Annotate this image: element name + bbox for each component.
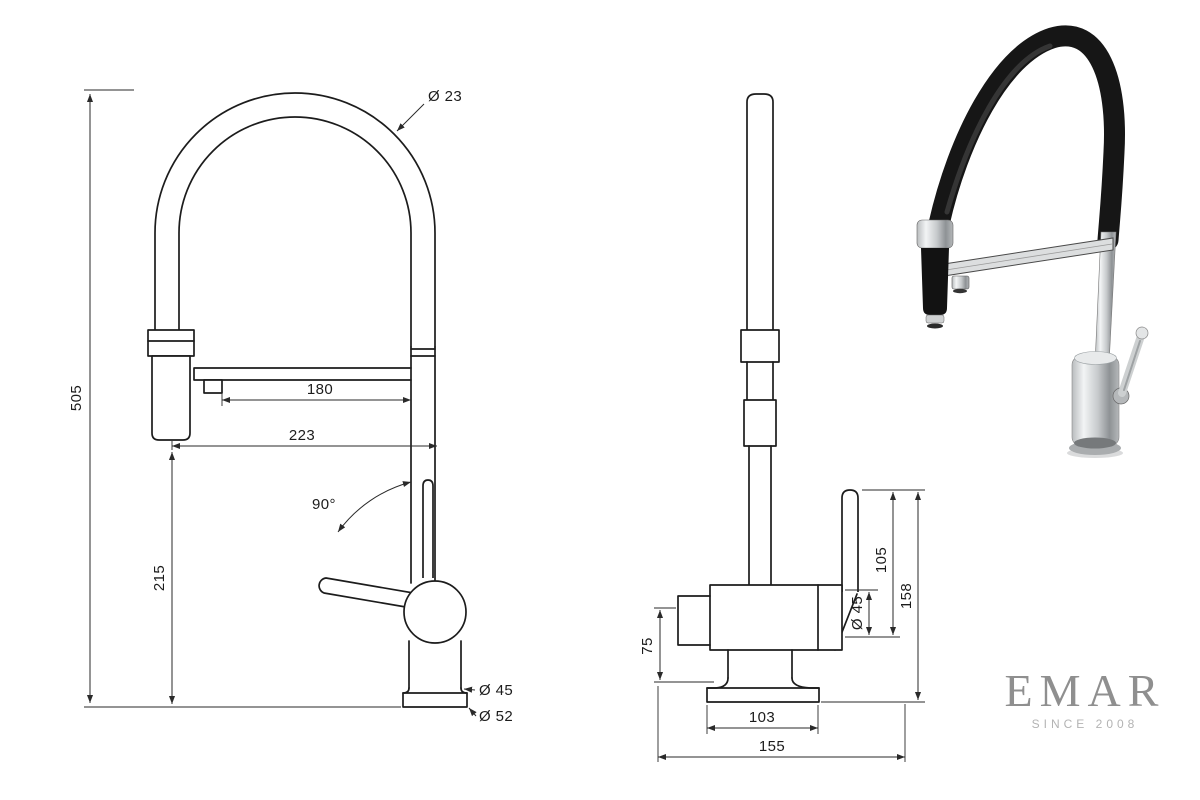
dim-handle-rotation-label: 90° [312,496,336,513]
dim-spout-height-label: 215 [151,565,168,591]
front-valve-body-circle [403,580,467,644]
dim-side-body-diameter-label: Ø 45 [849,596,866,630]
dim-total-height-label: 505 [68,385,85,411]
logo-tagline: SINCE 2008 [1032,717,1139,731]
illustration-base [1067,437,1123,458]
front-riser-column [410,346,436,584]
front-spout-bar [193,367,412,394]
dim-base-diameter-label: Ø 52 [479,708,513,725]
dim-spout-reach-label: 180 [307,381,333,398]
front-aerator [203,379,223,394]
side-view: 75 Ø 45 105 158 103 155 [639,93,925,762]
illustration-hose [928,25,1125,251]
dim-outlet-height-label: 75 [639,637,656,655]
dim-overall-reach-label: 223 [289,427,315,444]
dim-hose-diameter-label: Ø 23 [428,88,462,105]
side-body [677,584,843,651]
dim-upper-height-label: 158 [898,583,915,609]
front-handle-lever [318,577,432,612]
side-dimensions: 75 Ø 45 105 158 103 155 [639,489,925,762]
front-spray-head [147,329,195,441]
dim-body-diameter-label: Ø 45 [479,682,513,699]
front-hose-outline [154,92,436,348]
illustration-handle [1112,326,1149,405]
illustration-body [1071,351,1120,447]
dim-handle-height-label: 105 [873,547,890,573]
front-view: 505 Ø 23 180 223 90° 215 Ø 45 Ø 52 [68,88,513,725]
dim-overall-depth-label: 155 [759,738,785,755]
logo-wordmark: EMAR [1005,665,1166,716]
product-illustration [916,25,1149,458]
side-riser [740,93,780,586]
illustration-aerator [951,275,970,294]
side-base [706,649,820,703]
brand-logo: EMAR SINCE 2008 [1005,665,1166,731]
front-body-base [402,640,468,708]
front-handle-up-position [422,479,434,578]
illustration-spray-head [916,219,954,329]
front-dimensions: 505 Ø 23 180 223 90° 215 Ø 45 Ø 52 [68,88,513,725]
dim-base-width-label: 103 [749,709,775,726]
